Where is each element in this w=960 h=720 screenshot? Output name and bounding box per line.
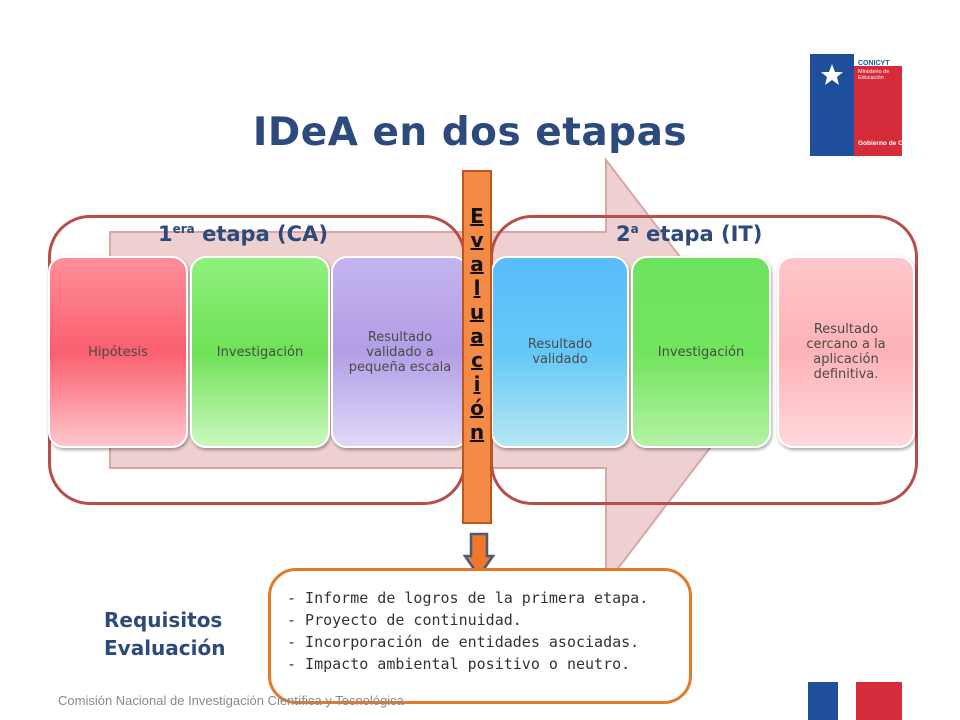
evaluation-letter: c [471, 348, 483, 372]
footer-flag-stripes [808, 682, 902, 720]
logo-org-name: CONICYT [858, 60, 890, 67]
evaluation-letter: u [469, 300, 485, 324]
requirement-item: - Incorporación de entidades asociadas. [287, 633, 640, 651]
stage1-label: 1era etapa (CA) [158, 222, 328, 246]
evaluation-letter: a [470, 324, 484, 348]
requirements-box: - Informe de logros de la primera etapa.… [268, 568, 692, 704]
requirements-label: Requisitos Evaluación [104, 606, 225, 662]
requirement-item: - Informe de logros de la primera etapa. [287, 589, 649, 607]
slide-title: IDeA en dos etapas [252, 110, 688, 155]
stage1-card-research: Investigación [190, 256, 330, 448]
evaluation-letter: E [470, 204, 484, 228]
card-label: Resultado validado a pequeña escala [348, 329, 452, 375]
evaluation-letter: l [473, 276, 481, 300]
card-label: Resultado cercano a la aplicación defini… [806, 322, 886, 382]
logo-government: Gobierno de Chile [858, 140, 914, 147]
stage2-card-validated-result: Resultado validado [491, 256, 629, 448]
stage1-card-hypothesis: Hipótesis [48, 256, 188, 448]
card-label: Investigación [216, 344, 304, 360]
stage2-card-final-result: Resultado cercano a la aplicación defini… [777, 256, 915, 448]
stage2-label: 2a etapa (IT) [616, 222, 762, 246]
stage2-label-number: 2 [616, 222, 631, 246]
footer-text: Comisión Nacional de Investigación Cient… [58, 693, 404, 708]
evaluation-letter: v [470, 228, 484, 252]
requirement-item: - Impacto ambiental positivo o neutro. [287, 655, 631, 673]
logo-ministry: Ministerio de Educación [858, 69, 890, 81]
conicyt-logo: CONICYT Ministerio de Educación Gobierno… [810, 54, 914, 156]
evaluation-bar: E v a l u a c i ó n [462, 170, 492, 524]
stage2-card-research: Investigación [631, 256, 771, 448]
requirements-label-line2: Evaluación [104, 636, 226, 660]
evaluation-letter: n [469, 420, 485, 444]
evaluation-letter: ó [470, 396, 484, 420]
evaluation-letter: i [473, 372, 481, 396]
evaluation-letter: a [470, 252, 484, 276]
requirement-item: - Proyecto de continuidad. [287, 611, 522, 629]
card-label: Investigación [657, 344, 745, 360]
down-arrow-icon [463, 532, 495, 578]
stage2-label-text: etapa (IT) [638, 222, 763, 246]
stage1-card-small-scale-result: Resultado validado a pequeña escala [331, 256, 469, 448]
chile-crest-icon [821, 64, 843, 85]
stage2-label-ordinal: a [630, 222, 639, 236]
stage1-label-ordinal: era [172, 222, 195, 236]
card-label: Resultado validado [527, 337, 593, 367]
requirements-label-line1: Requisitos [104, 608, 223, 632]
stage1-label-number: 1 [158, 222, 173, 246]
card-label: Hipótesis [88, 344, 148, 360]
stage1-label-text: etapa (CA) [194, 222, 328, 246]
